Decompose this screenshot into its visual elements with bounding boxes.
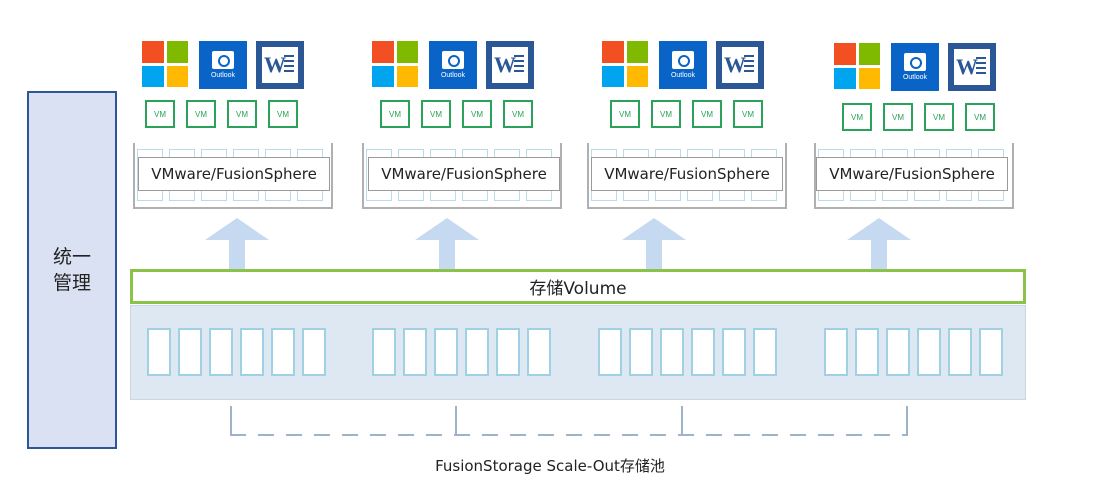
bracket-tick (455, 406, 457, 434)
outlook-icon: Outlook (429, 41, 477, 89)
microsoft-windows-icon (602, 41, 650, 89)
microsoft-windows-icon (142, 41, 190, 89)
bracket-tick (230, 406, 232, 434)
storage-pool-caption: FusionStorage Scale-Out存储池 (435, 457, 665, 475)
vm-box: VM (733, 100, 763, 128)
vm-box: VM (883, 103, 913, 131)
storage-disk (917, 328, 941, 376)
storage-disk (302, 328, 326, 376)
storage-disk (979, 328, 1003, 376)
word-icon: W (486, 41, 534, 89)
outlook-icon: Outlook (199, 41, 247, 89)
outlook-icon: Outlook (659, 41, 707, 89)
vm-box: VM (610, 100, 640, 128)
management-label-line2: 管理 (52, 272, 91, 294)
hypervisor-label: VMware/FusionSphere (138, 157, 330, 191)
outlook-icon: Outlook (891, 43, 939, 91)
vm-box: VM (651, 100, 681, 128)
outlook-icon-text: Outlook (902, 74, 928, 81)
outlook-icon-text: Outlook (440, 72, 466, 79)
storage-disk (598, 328, 622, 376)
storage-disk (886, 328, 910, 376)
host-server-rack: VMware/FusionSphere (814, 143, 1014, 209)
storage-disk (824, 328, 848, 376)
storage-disk (527, 328, 551, 376)
vm-box: VM (421, 100, 451, 128)
vm-box: VM (462, 100, 492, 128)
hypervisor-label: VMware/FusionSphere (816, 157, 1008, 191)
storage-disk (629, 328, 653, 376)
up-arrow-icon (205, 218, 269, 280)
word-icon: W (948, 43, 996, 91)
bracket-tick (681, 406, 683, 434)
storage-disk (691, 328, 715, 376)
storage-disk (855, 328, 879, 376)
storage-disk (147, 328, 171, 376)
storage-disk (240, 328, 264, 376)
host-server-rack: VMware/FusionSphere (587, 143, 787, 209)
host-server-rack: VMware/FusionSphere (133, 143, 333, 209)
vm-box: VM (842, 103, 872, 131)
storage-disk (660, 328, 684, 376)
storage-disk (496, 328, 520, 376)
storage-disk (434, 328, 458, 376)
storage-disk (753, 328, 777, 376)
outlook-icon-text: Outlook (210, 72, 236, 79)
vm-box: VM (965, 103, 995, 131)
vm-box: VM (924, 103, 954, 131)
bracket-dashed-line (230, 434, 908, 436)
hypervisor-label: VMware/FusionSphere (368, 157, 560, 191)
storage-disk (372, 328, 396, 376)
vm-box: VM (380, 100, 410, 128)
storage-disk (178, 328, 202, 376)
host-server-rack: VMware/FusionSphere (362, 143, 562, 209)
storage-disk (722, 328, 746, 376)
storage-pool (130, 305, 1026, 400)
vm-box: VM (268, 100, 298, 128)
storage-disk (209, 328, 233, 376)
up-arrow-icon (622, 218, 686, 280)
vm-box: VM (227, 100, 257, 128)
storage-volume-bar: 存储Volume (130, 269, 1026, 304)
storage-volume-label: 存储Volume (529, 279, 627, 299)
vm-box: VM (186, 100, 216, 128)
up-arrow-icon (847, 218, 911, 280)
vm-box: VM (145, 100, 175, 128)
word-icon: W (256, 41, 304, 89)
hypervisor-label: VMware/FusionSphere (591, 157, 783, 191)
vm-box: VM (503, 100, 533, 128)
storage-disk (948, 328, 972, 376)
storage-disk (465, 328, 489, 376)
word-icon: W (716, 41, 764, 89)
unified-management-box: 统一 管理 (27, 91, 117, 449)
management-label-line1: 统一 (52, 246, 91, 268)
vm-box: VM (692, 100, 722, 128)
up-arrow-icon (415, 218, 479, 280)
microsoft-windows-icon (834, 43, 882, 91)
storage-disk (403, 328, 427, 376)
storage-disk (271, 328, 295, 376)
microsoft-windows-icon (372, 41, 420, 89)
outlook-icon-text: Outlook (670, 72, 696, 79)
bracket-tick (906, 406, 908, 434)
